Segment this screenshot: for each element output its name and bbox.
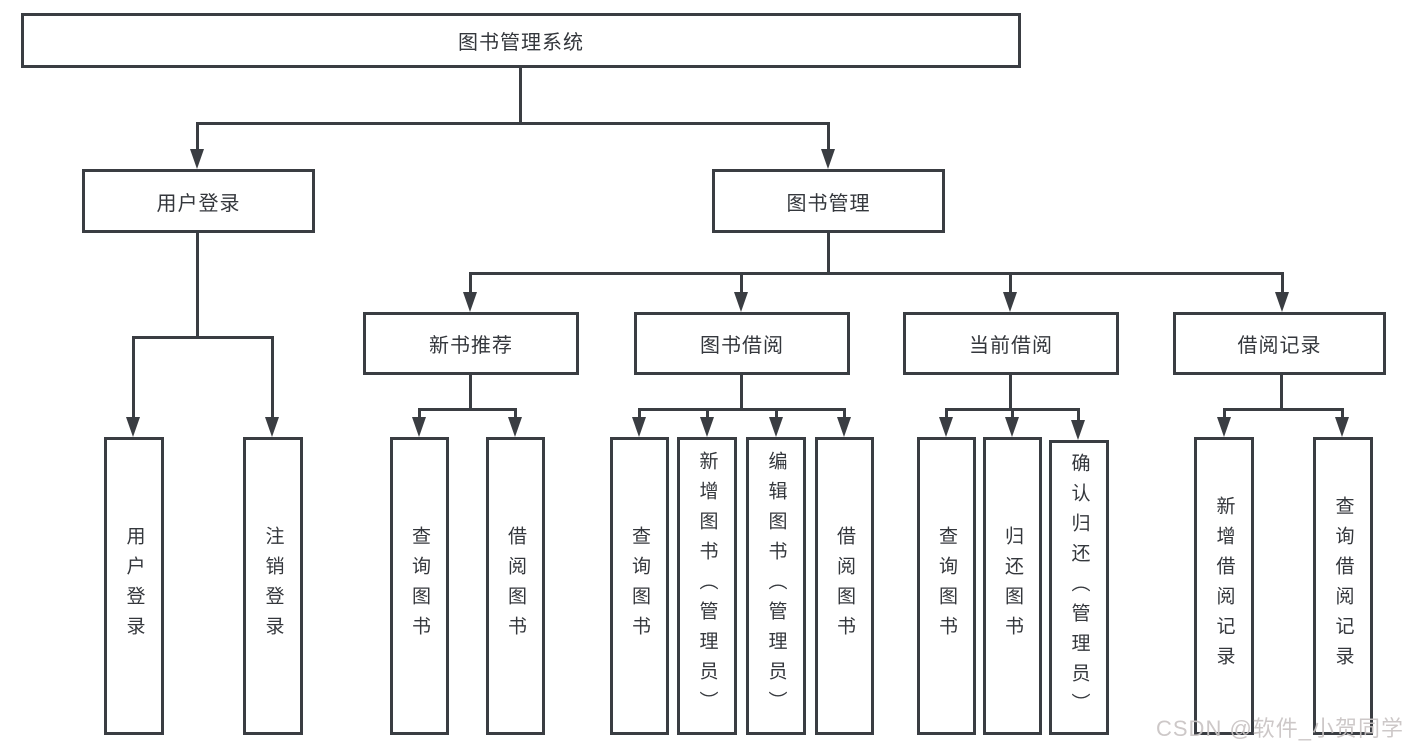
connector-book-mgmt-rail [469, 272, 1283, 275]
connector-to-leaf [1341, 408, 1344, 420]
arrowhead-icon [508, 417, 522, 437]
arrowhead-icon [1217, 417, 1231, 437]
leaf-query-books-1: 查询图书 [390, 437, 449, 735]
node-label: 图书管理 [786, 192, 871, 215]
node-label: 确认归还（管理员） [1068, 452, 1090, 723]
arrowhead-icon [1005, 417, 1019, 437]
node-label: 查询图书 [629, 526, 650, 646]
node-label: 新书推荐 [429, 335, 513, 357]
arrowhead-icon [265, 417, 279, 437]
connector-to-leaf [418, 408, 421, 420]
node-label: 用户登录 [123, 526, 145, 646]
connector-stem [1280, 375, 1283, 411]
connector-to-leaf [1223, 408, 1226, 420]
node-label: 归还图书 [1002, 526, 1023, 646]
connector-rail [638, 408, 846, 411]
arrowhead-icon [1071, 420, 1085, 440]
node-current-borrowing: 当前借阅 [903, 312, 1119, 375]
connector-to-leaf [271, 336, 274, 420]
node-label: 图书借阅 [700, 335, 784, 357]
node-borrowing-records: 借阅记录 [1173, 312, 1386, 375]
leaf-query-borrow-record: 查询借阅记录 [1313, 437, 1373, 735]
connector-to-leaf [843, 408, 846, 420]
node-label: 查询借阅记录 [1332, 496, 1354, 676]
arrowhead-icon [734, 292, 748, 312]
connector-stem [1009, 375, 1012, 411]
connector-to-leaf [945, 408, 948, 420]
leaf-query-books-2: 查询图书 [610, 437, 669, 735]
connector-to-book-borrow [740, 272, 743, 296]
node-library-management-system: 图书管理系统 [21, 13, 1021, 68]
arrowhead-icon [412, 417, 426, 437]
node-label: 当前借阅 [969, 335, 1053, 357]
arrowhead-icon [1003, 292, 1017, 312]
arrowhead-icon [1275, 292, 1289, 312]
csdn-watermark: CSDN @软件_小贺同学 [1156, 716, 1405, 741]
connector-to-leaf [1077, 408, 1080, 422]
arrowhead-icon [769, 417, 783, 437]
connector-to-current-borrow [1009, 272, 1012, 296]
connector-user-login-stem [196, 233, 199, 339]
arrowhead-icon [190, 149, 204, 169]
connector-to-leaf [1011, 408, 1014, 420]
connector-to-borrow-record [1281, 272, 1284, 296]
connector-to-leaf [132, 336, 135, 420]
connector-book-mgmt-stem [827, 233, 830, 275]
leaf-borrow-books-1: 借阅图书 [486, 437, 545, 735]
leaf-logout: 注销登录 [243, 437, 303, 735]
arrowhead-icon [126, 417, 140, 437]
leaf-edit-books-admin: 编辑图书（管理员） [746, 437, 806, 735]
connector-stem [740, 375, 743, 411]
node-user-login: 用户登录 [82, 169, 315, 233]
arrowhead-icon [1335, 417, 1349, 437]
arrowhead-icon [463, 292, 477, 312]
arrowhead-icon [821, 149, 835, 169]
leaf-confirm-return-admin: 确认归还（管理员） [1049, 440, 1109, 735]
node-label: 借阅记录 [1237, 335, 1322, 357]
node-label: 编辑图书（管理员） [765, 451, 787, 721]
connector-root-rail [196, 122, 830, 125]
leaf-add-borrow-record: 新增借阅记录 [1194, 437, 1254, 735]
arrowhead-icon [837, 417, 851, 437]
node-label: 新增借阅记录 [1213, 496, 1235, 676]
node-label: 用户登录 [156, 192, 241, 215]
connector-rail [418, 408, 517, 411]
arrowhead-icon [700, 417, 714, 437]
node-label: 查询图书 [409, 526, 430, 646]
arrowhead-icon [632, 417, 646, 437]
leaf-borrow-books-2: 借阅图书 [815, 437, 874, 735]
connector-to-book-management [827, 122, 830, 154]
node-label: 借阅图书 [505, 526, 526, 646]
connector-stem [469, 375, 472, 411]
leaf-return-books: 归还图书 [983, 437, 1042, 735]
node-new-book-recommendation: 新书推荐 [363, 312, 579, 375]
node-label: 新增图书（管理员） [696, 451, 718, 721]
arrowhead-icon [939, 417, 953, 437]
connector-to-leaf [514, 408, 517, 420]
node-label: 图书管理系统 [458, 32, 584, 54]
leaf-user-login: 用户登录 [104, 437, 164, 735]
node-book-borrowing: 图书借阅 [634, 312, 850, 375]
connector-root-stem [519, 68, 522, 124]
node-book-management: 图书管理 [712, 169, 945, 233]
node-label: 注销登录 [262, 526, 284, 646]
leaf-query-books-3: 查询图书 [917, 437, 976, 735]
leaf-add-books-admin: 新增图书（管理员） [677, 437, 737, 735]
connector-to-leaf [775, 408, 778, 420]
connector-to-leaf [638, 408, 641, 420]
connector-user-login-rail [133, 336, 274, 339]
node-label: 查询图书 [936, 526, 957, 646]
connector-rail [1223, 408, 1344, 411]
connector-to-new-book [469, 272, 472, 296]
connector-to-user-login [196, 122, 199, 154]
node-label: 借阅图书 [834, 526, 855, 646]
connector-to-leaf [706, 408, 709, 420]
